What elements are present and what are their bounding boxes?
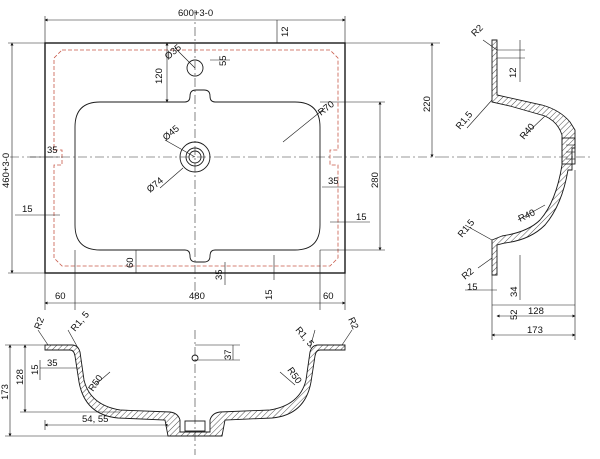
dim-15-left: 15	[22, 204, 33, 215]
dim-base-15: 15	[264, 289, 275, 300]
dim-width: 600+3-0	[178, 8, 213, 19]
rim-outline	[53, 49, 339, 267]
dim-tap-hole: Ø35	[163, 42, 184, 62]
dim-280: 280	[370, 172, 381, 188]
dim-base-60-right: 60	[323, 291, 334, 302]
side-dim-15: 15	[467, 282, 478, 293]
front-dim-128: 128	[15, 369, 26, 385]
side-r1-5-top: R1,5	[454, 109, 475, 131]
front-dim-15: 15	[30, 364, 41, 375]
dim-15-right: 15	[356, 212, 367, 223]
dim-base-60-left: 60	[55, 291, 66, 302]
front-r50-right: R50	[285, 365, 304, 386]
dim-220: 220	[422, 96, 433, 112]
side-r2-bottom: R2	[460, 266, 476, 282]
side-dim-173: 173	[527, 325, 543, 336]
front-r2-left: R2	[32, 316, 46, 331]
side-r1-5-bottom: R1,5	[456, 217, 477, 239]
front-r2-right: R2	[345, 316, 360, 332]
top-view: 600+3-0 12 460+3-0 Ø35 55 120 R70 220 Ø4…	[1, 8, 440, 310]
side-dim-52: 52	[509, 309, 520, 320]
dim-height: 460+3-0	[1, 153, 12, 188]
front-dim-54-55: 54, 55	[82, 414, 108, 425]
drain-insert	[184, 420, 206, 432]
dim-tap-55: 55	[218, 55, 229, 66]
side-dim-34: 34	[509, 286, 520, 297]
front-r1-5-left: R1, 5	[69, 309, 92, 333]
side-section	[491, 39, 576, 276]
dim-60-bottom: 60	[125, 257, 136, 268]
dim-35-right: 35	[328, 176, 339, 187]
overflow-slot	[561, 137, 576, 165]
side-view: R2 12 R1,5 R40 R40 R1,5 R2 15 34 52 128	[440, 23, 590, 340]
front-dim-35: 35	[47, 358, 58, 369]
dim-base-480: 480	[189, 291, 205, 302]
front-dim-173: 173	[0, 384, 11, 400]
front-r1-5-right: R1, 5	[293, 325, 316, 349]
dim-drain: Ø45	[161, 123, 182, 143]
side-r40-top: R40	[518, 121, 538, 141]
front-dim-37: 37	[223, 349, 234, 360]
side-r40-bottom: R40	[517, 207, 537, 224]
dim-tap-120: 120	[154, 68, 165, 84]
front-r50-left: R50	[86, 373, 105, 394]
tap-hole	[186, 59, 204, 77]
side-r2-top: R2	[469, 23, 485, 39]
basin-outline	[74, 89, 321, 263]
front-section	[44, 344, 346, 437]
front-view: R2 R1, 5 R1, 5 R2 35 37 173 128 15 R50 R…	[0, 309, 360, 455]
overflow-hole	[191, 354, 199, 362]
side-dim-12: 12	[508, 67, 519, 78]
dim-35-left: 35	[47, 145, 58, 156]
dim-35-bottom: 35	[214, 269, 225, 280]
side-dim-128: 128	[528, 306, 544, 317]
dim-rim-12: 12	[280, 26, 291, 37]
dim-drain-outer: Ø74	[145, 175, 166, 195]
